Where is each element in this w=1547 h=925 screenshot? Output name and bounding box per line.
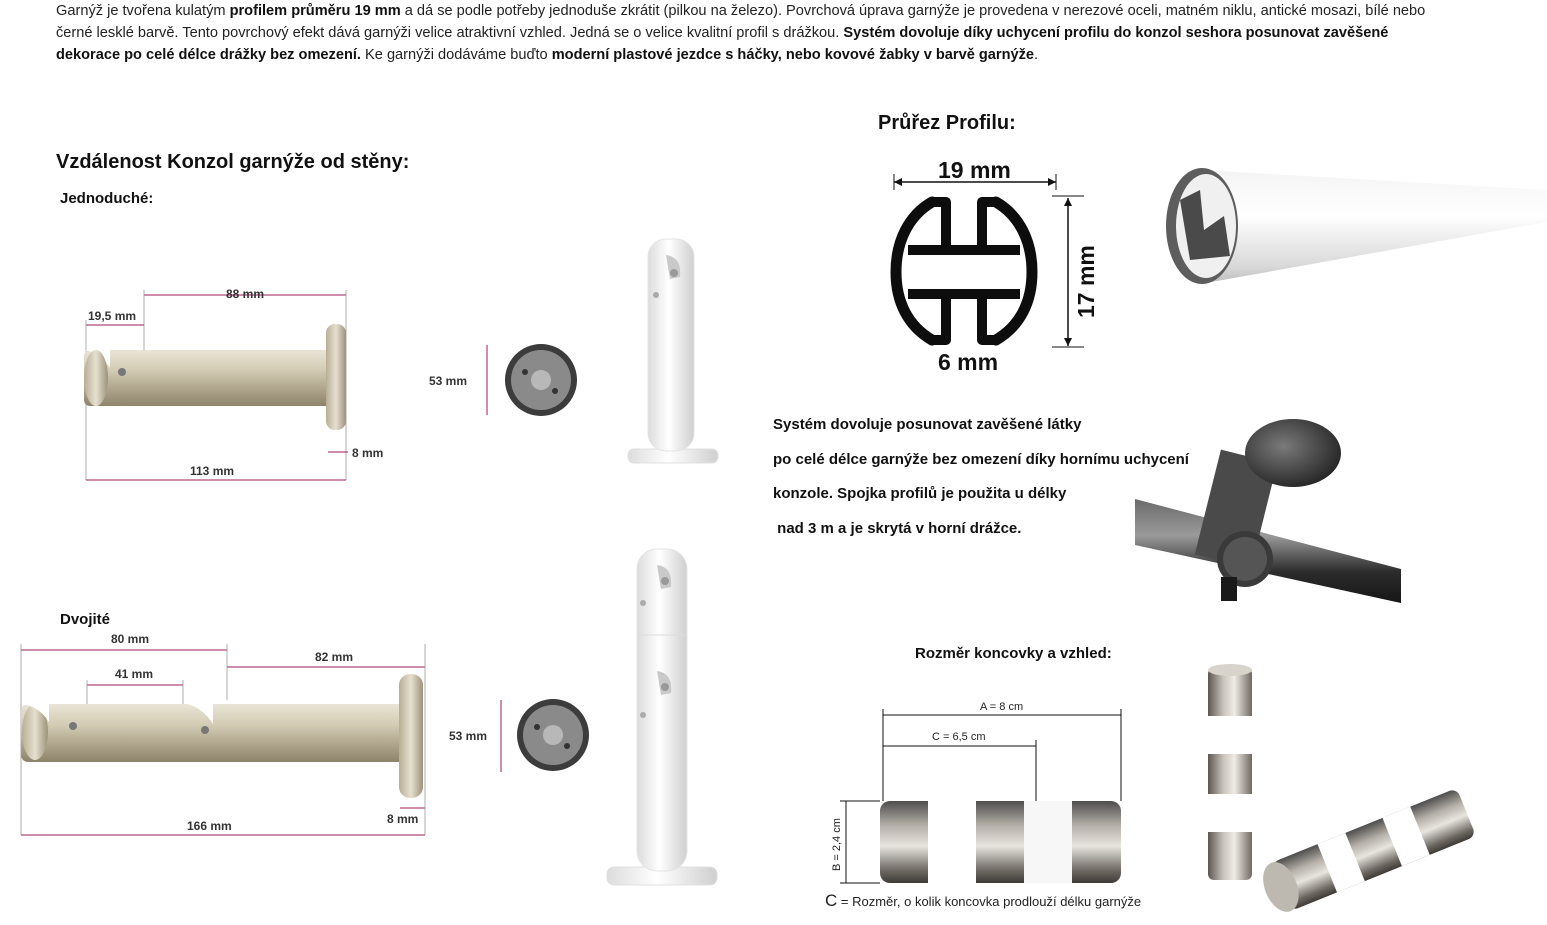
intro-text-4: . — [1034, 47, 1039, 63]
intro-text-2: a dá se podle potřeby jednoduše zkrátit … — [56, 3, 1426, 41]
double-dim-53: 53 mm — [449, 729, 487, 743]
double-dim-80: 80 mm — [111, 632, 149, 646]
endcap-dim-a: A = 8 cm — [980, 701, 1023, 713]
profile-height: 17 mm — [1073, 245, 1099, 318]
intro-bold-1: profilem průměru 19 mm — [229, 3, 401, 19]
system-line-1: Systém dovoluje posunovat zavěšené látky — [773, 416, 1082, 433]
single-dim-19-5: 19,5 mm — [88, 309, 136, 323]
endcap-caption-text: = Rozměr, o kolik koncovka prodlouží dél… — [837, 894, 1142, 909]
system-line-3: konzole. Spojka profilů je použita u dél… — [773, 485, 1067, 502]
distance-title: Vzdálenost Konzol garnýže od stěny: — [56, 151, 410, 173]
endcap-caption: C = Rozměr, o kolik koncovka prodlouží d… — [825, 891, 1141, 911]
single-dim-113: 113 mm — [190, 464, 234, 478]
profile-width: 19 mm — [938, 157, 1011, 183]
double-label: Dvojité — [60, 611, 111, 628]
intro-bold-3: moderní plastové jezdce s háčky, nebo ko… — [551, 47, 1035, 63]
system-description: Systém dovoluje posunovat zavěšené látky… — [773, 408, 1189, 546]
profile-cross-section: 19 mm 6 mm 17 mm — [890, 157, 1099, 375]
single-plate-front: 53 mm — [429, 344, 577, 416]
single-dim-88: 88 mm — [226, 287, 264, 301]
double-dim-41: 41 mm — [115, 667, 153, 681]
profile-title: Průřez Profilu: — [878, 112, 1016, 134]
system-line-2: po celé délce garnýže bez omezení díky h… — [773, 450, 1189, 468]
intro-bold-2: Systém dovoluje díky uchycení profilu do… — [56, 25, 1389, 63]
single-dim-53: 53 mm — [429, 374, 467, 388]
intro-text-3: Ke garnýži dodáváme buďto — [360, 47, 552, 63]
endcap-dim-c: C = 6,5 cm — [932, 731, 986, 743]
double-bracket-diagram: 80 mm 82 mm 41 mm 166 mm 8 mm — [20, 632, 426, 836]
single-label: Jednoduché: — [60, 190, 154, 207]
system-line-4: nad 3 m a je skrytá v horní drážce. — [773, 519, 1022, 537]
endcap-photo — [1208, 664, 1474, 912]
endcap-dim-b: B = 2,4 cm — [831, 818, 843, 871]
single-bracket-diagram: 88 mm 19,5 mm 113 mm 8 mm — [84, 287, 383, 481]
profile-slot: 6 mm — [938, 349, 998, 375]
endcap-title: Rozměr koncovky a vzhled: — [915, 645, 1112, 662]
white-profile-photo — [1166, 168, 1547, 284]
dark-rod-bracket-photo — [1135, 419, 1401, 603]
double-white-bracket — [606, 548, 718, 886]
intro-paragraph: Garnýž je tvořena kulatým profilem průmě… — [56, 0, 1456, 66]
double-dim-166: 166 mm — [187, 819, 232, 833]
single-white-bracket — [627, 238, 719, 464]
intro-text-1: Garnýž je tvořena kulatým — [56, 3, 230, 19]
single-dim-8: 8 mm — [352, 446, 383, 460]
endcap-dimension-diagram: A = 8 cm C = 6,5 cm B = 2,4 cm — [831, 701, 1122, 884]
endcap-caption-letter: C — [825, 891, 838, 910]
double-plate-front: 53 mm — [449, 699, 589, 772]
double-dim-8: 8 mm — [387, 812, 418, 826]
double-dim-82: 82 mm — [315, 650, 353, 664]
